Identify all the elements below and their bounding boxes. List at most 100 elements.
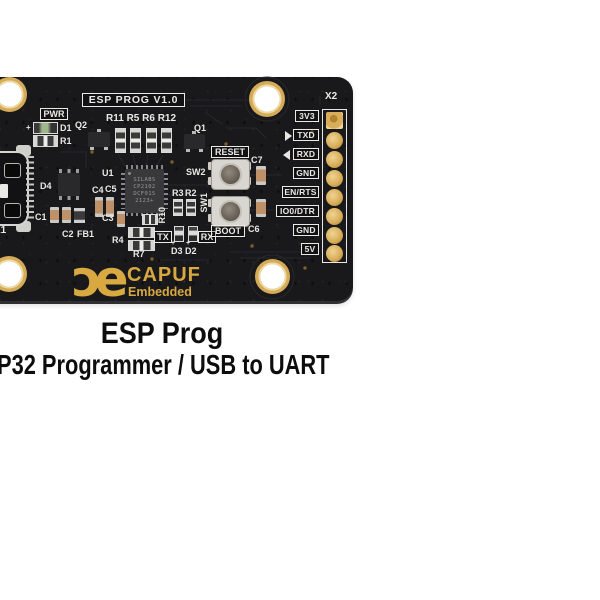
pin-name: 3V3 [299, 110, 315, 121]
arrow-right-icon [285, 131, 292, 141]
usb-shell-tab-bottom [16, 221, 31, 232]
usb-tongue [0, 184, 8, 198]
ic-d4 [58, 173, 80, 196]
capacitor-c6 [256, 199, 266, 217]
header-pin-4 [326, 169, 343, 187]
pin-label-txd: TXD [293, 129, 319, 141]
header-pin-8 [326, 244, 343, 262]
boot-label: BOOT [215, 225, 241, 236]
chip-marking-line3: DCF01S [133, 191, 156, 197]
capacitor-c4 [95, 197, 103, 217]
d1-ref-label: D1 [60, 123, 72, 133]
usb-recess-bottom [4, 203, 21, 218]
resistor-r1 [33, 135, 58, 147]
r4-ref-label: R4 [112, 235, 124, 245]
reset-label-box: RESET [211, 146, 249, 158]
mounting-hole-top-left [0, 77, 27, 112]
rx-led-d2 [188, 226, 198, 242]
transistor-q1 [184, 131, 205, 152]
capuf-logo-mark: ɔe [72, 250, 129, 308]
sw2-ref-label: SW2 [186, 167, 206, 177]
q2-lead [104, 147, 108, 150]
q1-ref-label: Q1 [194, 123, 207, 133]
q2-lead [90, 147, 94, 150]
c2-ref-label: C2 [62, 229, 74, 239]
d4-ref-label: D4 [40, 181, 52, 191]
mounting-hole-top-right [249, 81, 285, 117]
r2-ref-label: R2 [185, 188, 197, 198]
c3-ref-label: C3 [102, 213, 114, 223]
boot-label-box: BOOT [211, 225, 245, 237]
usb-ref-label: X1 [0, 225, 7, 236]
button-lead [208, 162, 213, 170]
c1-ref-label: C1 [35, 212, 47, 222]
capuf-logo-brand: CAPUF [127, 264, 201, 286]
reset-button-cap [219, 163, 242, 186]
pin-name: RXD [296, 148, 316, 159]
c6-ref-label: C6 [248, 224, 260, 234]
button-lead [208, 214, 213, 222]
mounting-hole-bottom-right [255, 259, 290, 294]
boot-button-sw1 [208, 196, 251, 227]
ferrite-bead-fb1 [74, 208, 85, 223]
capacitor-c5 [106, 197, 114, 217]
pin-label-3v3: 3V3 [295, 110, 319, 122]
header-pin-7 [326, 226, 343, 244]
chip-pin1-dot [128, 172, 131, 175]
chip-u1-cp2102: SILABS CP2102 DCF01S 2123+ [125, 169, 164, 213]
resistor-r10 [142, 214, 158, 225]
pin-name: GND [296, 224, 316, 235]
power-led-d1 [33, 122, 58, 134]
q1-lead [186, 149, 190, 152]
fb1-ref-label: FB1 [77, 229, 95, 239]
chip-marking-line4: 2123+ [135, 198, 154, 204]
resistor-r3 [173, 199, 183, 216]
pin-name: IO0/DTR [280, 205, 315, 216]
reset-button-sw2 [208, 159, 251, 190]
resistor-r4 [128, 227, 155, 238]
resistor-r12 [161, 128, 172, 153]
pin-name: TXD [297, 129, 315, 140]
q1-lead [199, 149, 203, 152]
pin-name: GND [296, 167, 316, 178]
chip-marking-line2: CP2102 [133, 184, 156, 190]
pin-name: 5V [304, 243, 316, 254]
c5-ref-label: C5 [105, 184, 117, 194]
resistor-r7 [128, 240, 155, 251]
r3-ref-label: R3 [172, 188, 184, 198]
pin-label-5v: 5V [301, 243, 319, 255]
pcb-board [0, 77, 353, 304]
chip-pins-left [121, 173, 125, 209]
pwr-label-box: PWR [40, 108, 68, 120]
tx-label: TX [157, 231, 169, 242]
caption-title: ESP Prog [100, 317, 224, 350]
pin-name: EN/RTS [284, 186, 317, 197]
d3-plus-mark: + [171, 240, 176, 247]
header-pin-5 [326, 188, 343, 206]
pin-label-gnd2: GND [293, 224, 319, 236]
d2-plus-mark: + [186, 240, 191, 247]
pin-label-en-rts: EN/RTS [282, 186, 319, 198]
transistor-q2 [88, 129, 110, 150]
resistor-r6 [146, 128, 157, 153]
usb-recess-top [4, 163, 21, 178]
r7-ref-label: R7 [133, 249, 145, 259]
q2-ref-label: Q2 [75, 120, 88, 130]
button-lead [208, 177, 213, 185]
capuf-logo-sub: Embedded [128, 285, 192, 299]
x2-ref-label: X2 [325, 91, 338, 102]
d3-ref-label: D3 [171, 246, 183, 256]
u1-ref-label: U1 [102, 168, 114, 178]
header-outline [322, 109, 347, 263]
chip-pins-right [164, 173, 168, 209]
usb-pin-comb [26, 156, 34, 222]
header-pin-3 [326, 150, 343, 168]
resistor-row-labels: R11 R5 R6 R12 [106, 113, 177, 124]
arrow-left-icon [283, 150, 290, 160]
button-lead [208, 199, 213, 207]
resistor-r2 [186, 199, 196, 216]
d4-leads-bottom [59, 196, 80, 200]
capacitor-c3 [117, 211, 125, 227]
